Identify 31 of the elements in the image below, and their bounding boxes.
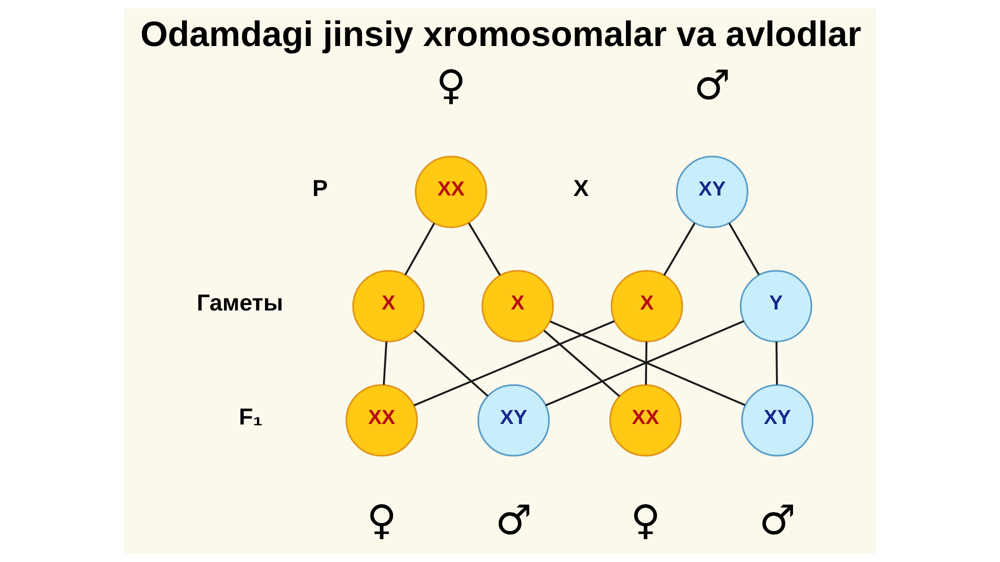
connector <box>776 342 778 385</box>
node-label: ♀ <box>366 496 397 544</box>
node-circle: XY <box>477 384 550 457</box>
connector <box>414 320 615 406</box>
node-label: ♂ <box>759 496 796 544</box>
node-label: ♀ <box>630 496 660 544</box>
connector <box>644 342 648 385</box>
connector <box>414 330 488 397</box>
label: X <box>573 175 589 202</box>
node-label: ♂ <box>495 496 532 544</box>
node-circle: XX <box>414 156 488 228</box>
node-circle: X <box>610 270 684 342</box>
node-circle: X <box>352 270 425 342</box>
diagram-title: Odamdagi jinsiy xromosomalar va avlodlar <box>140 15 862 54</box>
node-circle: XX <box>346 384 418 457</box>
connector <box>544 330 620 398</box>
connector <box>663 222 696 276</box>
node-circle: XX <box>609 384 682 457</box>
connector <box>404 222 436 276</box>
node-label: ♀ <box>436 60 466 109</box>
connector <box>728 222 760 276</box>
connector <box>468 222 501 276</box>
node-circle: X <box>482 270 554 342</box>
node-circle: Y <box>740 270 812 342</box>
node-label: ♂ <box>694 60 730 109</box>
node-circle: XY <box>676 156 748 228</box>
label: P <box>312 175 328 202</box>
label: F₁ <box>238 404 263 430</box>
connector <box>382 342 388 385</box>
label: Гаметы <box>196 289 284 316</box>
node-circle: XY <box>741 384 814 457</box>
